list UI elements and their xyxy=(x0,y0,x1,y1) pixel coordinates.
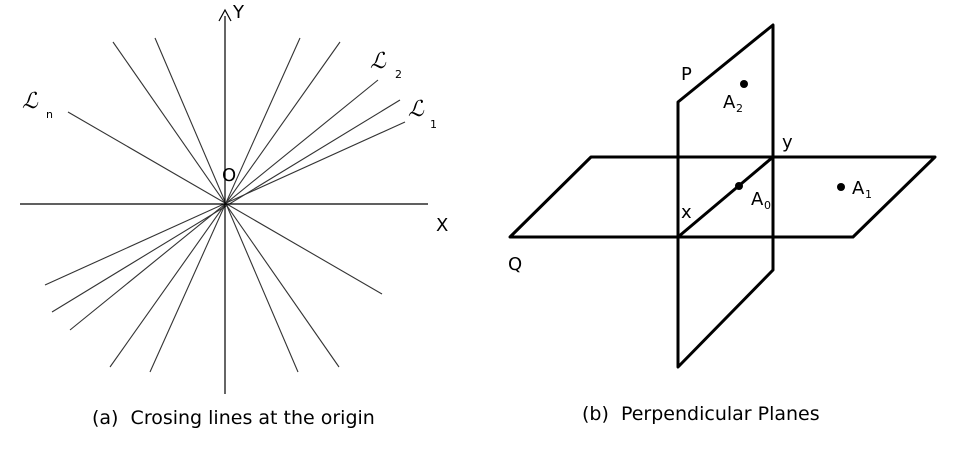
point-a0-label: A xyxy=(751,189,764,210)
line-label-1-subscript: 1 xyxy=(430,118,437,131)
y-axis-label: Y xyxy=(232,2,245,23)
caption-b: (b) Perpendicular Planes xyxy=(582,403,820,425)
plane-q xyxy=(508,155,937,239)
caption-a: (a) Crosing lines at the origin xyxy=(92,407,375,429)
intersection-line xyxy=(676,155,775,239)
panel-a-crossing-lines: Y X O ℒ 2 ℒ 1 ℒ n (a) Crosing lines at t… xyxy=(20,2,448,429)
point-a0 xyxy=(735,182,743,190)
line-ray xyxy=(51,99,401,313)
intersection-x-label: x xyxy=(681,202,692,223)
point-a1-subscript: 1 xyxy=(865,188,872,201)
x-axis-label: X xyxy=(436,215,448,236)
point-a2-subscript: 2 xyxy=(736,102,743,115)
line-label-n: ℒ xyxy=(22,89,39,114)
line-ray xyxy=(154,37,299,373)
plane-p-label: P xyxy=(681,64,692,85)
line-label-2-subscript: 2 xyxy=(395,68,402,81)
origin-label: O xyxy=(222,165,236,186)
y-axis-arrow xyxy=(218,8,232,22)
point-a1 xyxy=(837,183,845,191)
point-a2 xyxy=(740,80,748,88)
point-a0-subscript: 0 xyxy=(764,199,771,212)
line-label-2: ℒ xyxy=(370,49,387,74)
line-label-1: ℒ xyxy=(408,97,425,122)
plane-p xyxy=(676,23,775,369)
line-label-n-subscript: n xyxy=(46,108,53,121)
plane-q-label: Q xyxy=(508,254,522,275)
line-ray xyxy=(69,79,379,331)
point-a1-label: A xyxy=(852,178,865,199)
point-a2-label: A xyxy=(723,92,736,113)
intersection-y-label: y xyxy=(782,132,793,153)
panel-b-perpendicular-planes: P Q x y A 2 A 0 A 1 (b) Perpendicular Pl… xyxy=(508,23,937,425)
